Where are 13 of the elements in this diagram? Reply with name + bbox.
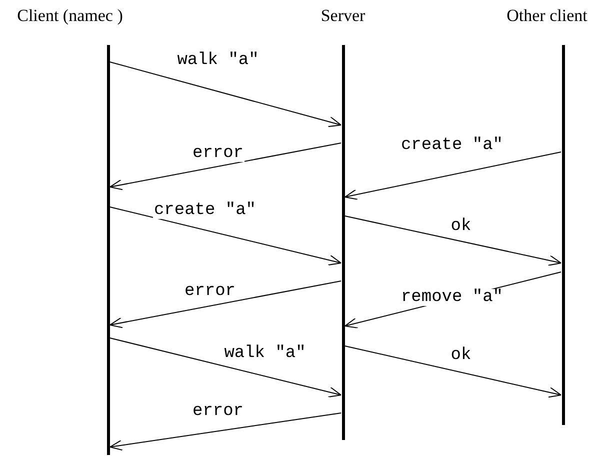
message-arrow [110, 142, 342, 190]
message-arrow [110, 280, 342, 328]
message-arrow [110, 206, 342, 266]
message-arrow [344, 346, 562, 398]
lifeline-heading: Server [320, 6, 366, 26]
message-arrow [344, 216, 562, 266]
message-arrow [110, 338, 342, 398]
message-arrow [344, 152, 562, 200]
message-label: error [192, 145, 244, 162]
message-arrow [110, 62, 342, 128]
lifeline-heading: Client (namec ) [17, 6, 123, 26]
message-arrow [110, 412, 342, 451]
lifeline-heading: Other client [506, 6, 588, 26]
